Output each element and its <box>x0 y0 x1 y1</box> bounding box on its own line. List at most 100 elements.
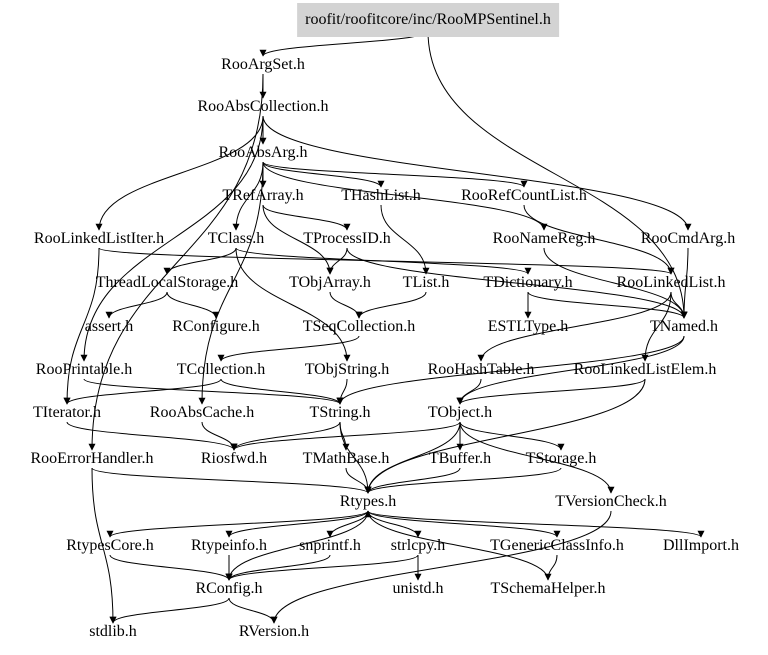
node-RooPrintable[interactable]: RooPrintable.h <box>35 361 133 378</box>
node-TString[interactable]: TString.h <box>309 404 371 421</box>
node-RooLinkedList[interactable]: RooLinkedList.h <box>616 274 726 291</box>
edge-RooAbsCollection-to-RooLinkedListIter <box>95 115 264 231</box>
node-TCollection[interactable]: TCollection.h <box>176 361 266 378</box>
edge-ThreadLocalStorage-to-RConfigure <box>166 291 220 319</box>
node-RVersion[interactable]: RVersion.h <box>238 623 310 640</box>
node-RConfigure[interactable]: RConfigure.h <box>172 318 260 335</box>
edge-RConfig-to-RVersion <box>228 597 278 624</box>
node-RooCmdArg[interactable]: RooCmdArg.h <box>640 230 736 247</box>
node-TBuffer[interactable]: TBuffer.h <box>428 450 492 467</box>
node-TVersionCheck[interactable]: TVersionCheck.h <box>555 493 667 510</box>
node-ThreadLocalStorage[interactable]: ThreadLocalStorage.h <box>95 274 239 291</box>
edge-RooLinkedList-to-RooLinkedListElem <box>641 291 672 362</box>
edge-RooAbsArg-to-THashList <box>262 161 385 188</box>
node-stdlib[interactable]: stdlib.h <box>89 623 137 640</box>
node-TIterator[interactable]: TIterator.h <box>33 404 101 421</box>
edge-TList-to-TSeqCollection <box>355 291 427 319</box>
node-Rtypeinfo[interactable]: Rtypeinfo.h <box>191 537 267 554</box>
edge-TNamed-to-TObject <box>456 335 685 405</box>
node-TObjArray[interactable]: TObjArray.h <box>289 274 371 291</box>
edge-TClass-to-ThreadLocalStorage <box>163 247 237 275</box>
edge-RooPrintable-to-TString <box>83 378 344 405</box>
edge-RooLinkedListElem-to-TObject <box>456 378 646 405</box>
edge-Rtypes-to-RtypesCore <box>106 510 369 538</box>
edge-RooAbsCollection-to-RooPrintable <box>80 115 264 362</box>
node-RooAbsCache[interactable]: RooAbsCache.h <box>149 404 255 421</box>
node-DllImport[interactable]: DllImport.h <box>663 537 739 554</box>
edge-TSchemaHelper-to-Rtypes <box>364 510 549 581</box>
node-TList[interactable]: TList.h <box>402 274 450 291</box>
edge-RooAbsArg-to-RooNameReg <box>262 161 548 231</box>
node-ESTLType[interactable]: ESTLType.h <box>487 318 569 335</box>
node-RooNameReg[interactable]: RooNameReg.h <box>492 230 596 247</box>
edge-Rtypes-to-TGenericClassInfo <box>367 510 561 538</box>
node-strlcpy[interactable]: strlcpy.h <box>390 537 446 554</box>
node-RooArgSet[interactable]: RooArgSet.h <box>221 56 305 73</box>
node-RtypesCore[interactable]: RtypesCore.h <box>66 537 154 554</box>
edge-RooAbsArg-to-RooAbsCache <box>198 161 264 405</box>
edge-snprintf-to-RConfig <box>225 554 331 581</box>
edge-RooNameReg-to-TNamed <box>543 247 688 319</box>
edge-RooArgSet-to-RooErrorHandler <box>88 73 264 451</box>
node-RooHashTable[interactable]: RooHashTable.h <box>427 361 535 378</box>
edge-ThreadLocalStorage-to-assert <box>105 291 168 319</box>
edge-Rtypes-to-DllImport <box>367 510 705 538</box>
node-RConfig[interactable]: RConfig.h <box>195 580 263 597</box>
node-RooRefCountList[interactable]: RooRefCountList.h <box>461 187 587 204</box>
node-RooAbsCollection[interactable]: RooAbsCollection.h <box>197 98 329 115</box>
node-TObjString[interactable]: TObjString.h <box>304 361 390 378</box>
edge-TObject-to-TVersionCheck <box>459 421 615 494</box>
node-TObject[interactable]: TObject.h <box>427 404 493 421</box>
edge-TVersionCheck-to-RVersion <box>270 510 612 624</box>
node-TNamed[interactable]: TNamed.h <box>650 318 718 335</box>
node-RooLinkedListElem[interactable]: RooLinkedListElem.h <box>573 361 717 378</box>
node-assert[interactable]: assert.h <box>84 318 134 335</box>
edge-TString-to-Rtypes <box>339 421 372 494</box>
node-snprintf[interactable]: snprintf.h <box>299 537 361 554</box>
node-root[interactable]: roofit/roofitcore/inc/RooMPSentinel.h <box>297 3 559 37</box>
edge-TObjString-to-TString <box>336 378 348 405</box>
edge-RooLinkedList-to-RooHashTable <box>477 291 672 362</box>
edge-RooErrorHandler-to-stdlib <box>91 467 117 624</box>
edge-TRefArray-to-TProcessID <box>262 204 351 231</box>
node-Rtypes[interactable]: Rtypes.h <box>339 493 397 510</box>
edge-TMathBase-to-Rtypes <box>345 467 372 494</box>
edge-RConfig-to-stdlib <box>109 597 230 624</box>
edge-RooErrorHandler-to-Rtypes <box>91 467 372 494</box>
edge-TRefArray-to-TObjArray <box>262 204 334 275</box>
edge-TProcessID-to-TNamed <box>346 247 688 319</box>
edge-TCollection-to-TIterator <box>63 378 222 405</box>
edge-TCollection-to-TString <box>220 378 344 405</box>
edge-TIterator-to-Riosfwd <box>66 421 238 451</box>
node-TGenericClassInfo[interactable]: TGenericClassInfo.h <box>490 537 624 554</box>
node-RooLinkedListIter[interactable]: RooLinkedListIter.h <box>33 230 165 247</box>
node-RooErrorHandler[interactable]: RooErrorHandler.h <box>30 450 154 467</box>
node-unistd[interactable]: unistd.h <box>392 580 444 597</box>
node-TProcessID[interactable]: TProcessID.h <box>303 230 391 247</box>
node-TRefArray[interactable]: TRefArray.h <box>222 187 304 204</box>
node-TSchemaHelper[interactable]: TSchemaHelper.h <box>490 580 606 597</box>
edge-TStorage-to-Rtypes <box>364 467 562 494</box>
node-TDictionary[interactable]: TDictionary.h <box>483 274 573 291</box>
edge-RtypesCore-to-RConfig <box>109 554 233 581</box>
node-THashList[interactable]: THashList.h <box>341 187 421 204</box>
edge-TProcessID-to-TObjArray <box>326 247 348 275</box>
node-TClass[interactable]: TClass.h <box>207 230 265 247</box>
edge-TNamed-to-TString <box>336 335 685 405</box>
node-TStorage[interactable]: TStorage.h <box>525 450 597 467</box>
edge-RooRefCountList-to-RooLinkedList <box>523 204 675 275</box>
edge-RooCmdArg-to-TNamed <box>680 247 689 319</box>
node-TMathBase[interactable]: TMathBase.h <box>302 450 390 467</box>
node-RooAbsArg[interactable]: RooAbsArg.h <box>218 144 308 161</box>
edge-TDictionary-to-TNamed <box>527 291 688 319</box>
edge-RooLinkedListIter-to-TIterator <box>63 247 100 405</box>
edge-RooAbsCollection-to-RooCmdArg <box>262 115 692 231</box>
edge-THashList-to-TList <box>380 204 430 275</box>
node-Riosfwd[interactable]: Riosfwd.h <box>200 450 268 467</box>
edge-TSeqCollection-to-TCollection <box>217 335 360 362</box>
edge-RooLinkedListElem-to-Rtypes <box>364 378 646 494</box>
node-TSeqCollection[interactable]: TSeqCollection.h <box>302 318 416 335</box>
edge-TGenericClassInfo-to-TSchemaHelper <box>544 554 558 581</box>
edge-TClass-to-TDictionary <box>235 247 532 275</box>
